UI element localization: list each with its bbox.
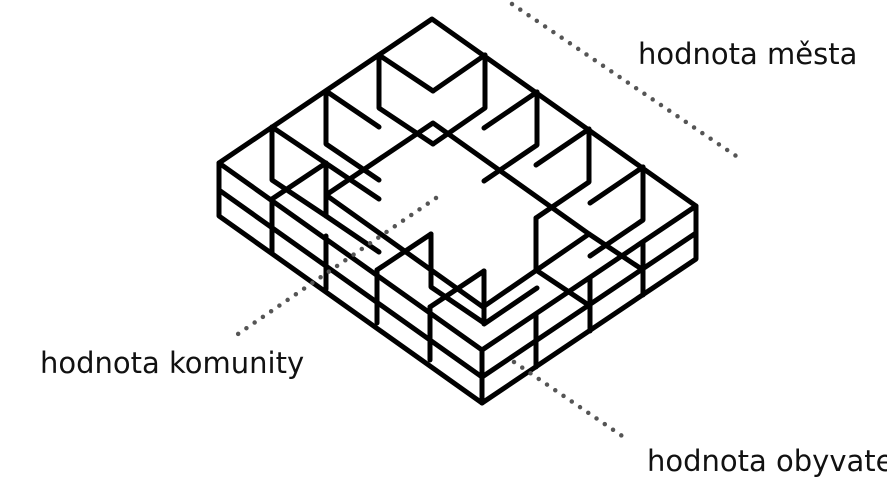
top-division-7 (587, 164, 646, 206)
top-division-10 (427, 268, 487, 310)
cube-drop-8 (323, 160, 382, 255)
cube-drop-6 (533, 126, 592, 221)
top-division-5 (481, 89, 540, 131)
top-division-2 (323, 88, 382, 130)
resident-leader-line (511, 359, 631, 443)
cube-drop-9 (428, 231, 487, 326)
top-division-9 (374, 231, 434, 273)
top-division-11 (533, 267, 593, 309)
leader-lines (235, 1, 745, 443)
community-leader-line (235, 195, 439, 337)
label-city-value: hodnota města (638, 37, 857, 71)
label-resident-value: hodnota obyvate (647, 444, 887, 478)
cube-drop-11 (481, 268, 540, 327)
city-leader-line (509, 1, 745, 163)
cube-drop-3 (323, 88, 382, 183)
top-division-6 (533, 126, 592, 168)
top-division-4 (430, 52, 488, 94)
cube-drop-5 (269, 124, 329, 219)
top-division-8 (269, 160, 329, 202)
cube-drop-4 (481, 89, 540, 184)
face-midline-right (479, 230, 699, 380)
face-midline-left (216, 187, 485, 380)
label-community-value: hodnota komunity (40, 346, 304, 380)
cube-drop-1 (376, 52, 436, 147)
cube-ring-lines (216, 16, 699, 406)
top-division-3 (376, 52, 436, 94)
cube-drop-2 (430, 52, 488, 147)
cube-drop-7 (587, 164, 646, 259)
top-division-12 (586, 231, 646, 273)
